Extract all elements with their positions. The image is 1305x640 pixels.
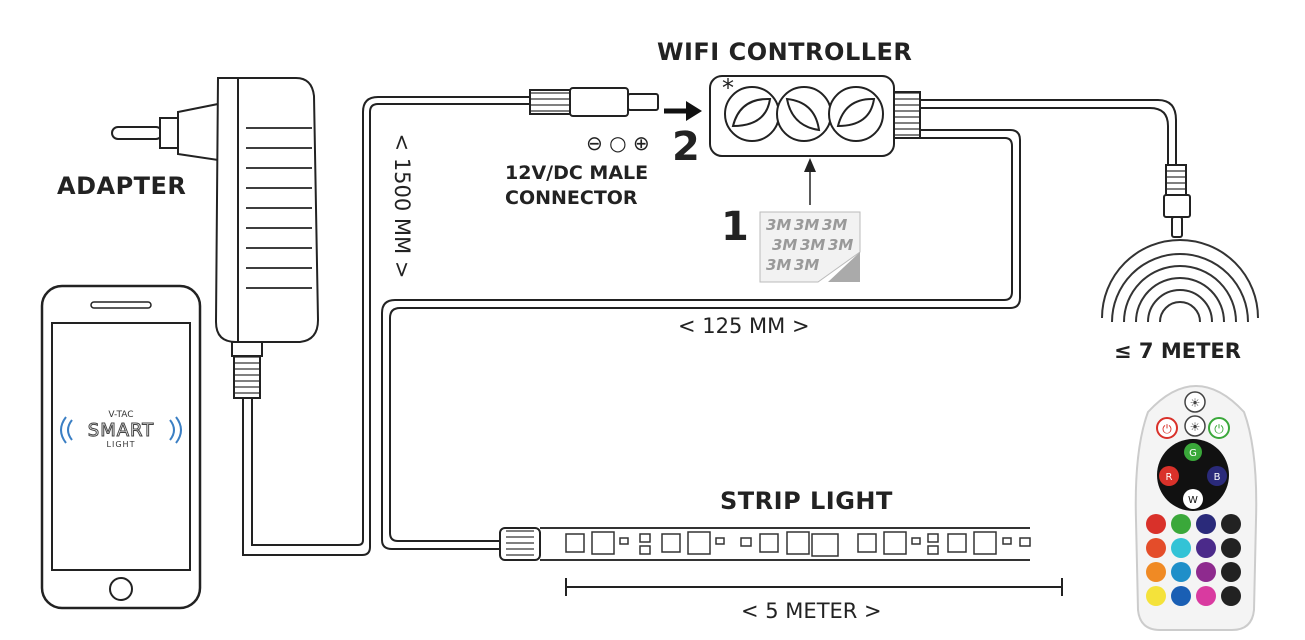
remote-color-grid [1146, 514, 1241, 606]
label-125mm: < 125 MM > [678, 314, 810, 338]
dimension-5m [565, 578, 1063, 596]
svg-text:☀: ☀ [1190, 420, 1201, 434]
tape-mark-4: 3M [772, 236, 797, 254]
step-1-number: 1 [721, 204, 749, 250]
tape-mark-2: 3M [794, 216, 819, 234]
signal-waves [1101, 239, 1259, 323]
dc-male-connector [529, 87, 659, 117]
remote-btn-g [1184, 443, 1202, 461]
label-connector-line1: 12V/DC MALE [505, 162, 649, 184]
strip-cable [389, 129, 1021, 542]
step-2-number: 2 [672, 124, 700, 170]
label-5-meter: < 5 METER > [741, 599, 882, 623]
vtac-smart-light-logo: V-TAC SMART LIGHT [60, 410, 182, 449]
smartphone [40, 284, 202, 610]
remote-label-b: B [1214, 472, 1221, 483]
svg-text:☀: ☀ [1190, 396, 1201, 410]
remote-label-w: W [1188, 495, 1198, 506]
remote-label-r: R [1166, 472, 1173, 483]
ir-receiver [1163, 164, 1191, 238]
remote-power-off [1156, 417, 1178, 439]
adapter-cable-outer [242, 103, 540, 556]
remote-label-g: G [1189, 448, 1197, 459]
svg-text:⏻: ⏻ [1162, 422, 1172, 436]
cables [242, 96, 1177, 556]
label-adapter: ADAPTER [57, 172, 187, 200]
tape-arrow [804, 158, 816, 205]
label-strip-light: STRIP LIGHT [720, 487, 893, 515]
tape-mark-5: 3M [800, 236, 825, 254]
insert-arrow [664, 101, 702, 121]
tape-mark-1: 3M [766, 216, 791, 234]
ir-receiver-cable [920, 99, 1177, 165]
wifi-controller [709, 75, 921, 157]
label-range: ≤ 7 METER [1114, 339, 1241, 363]
label-connector-line2: CONNECTOR [505, 187, 638, 209]
logo-brand: V-TAC [108, 410, 133, 420]
remote-btn-r [1159, 466, 1179, 486]
svg-text:⏻: ⏻ [1214, 422, 1224, 436]
tape-mark-7: 3M [766, 256, 791, 274]
logo-smart: SMART [88, 420, 154, 441]
remote-btn-w [1183, 489, 1203, 509]
label-1500mm: < 1500 MM > [390, 134, 414, 279]
asterisk-mark: * [722, 74, 734, 102]
tape-mark-8: 3M [794, 256, 819, 274]
polarity-symbols: ⊖ ○ ⊕ [586, 131, 650, 155]
3m-adhesive-tape: 3M 3M 3M 3M 3M 3M 3M 3M [759, 211, 861, 283]
label-wifi-controller: WIFI CONTROLLER [657, 38, 913, 66]
remote-btn-b [1207, 466, 1227, 486]
tape-mark-3: 3M [822, 216, 847, 234]
rgb-remote-control: ☀ ☀ ⏻ ⏻ G R B W [1134, 385, 1258, 631]
logo-light: LIGHT [107, 440, 136, 449]
tape-mark-6: 3M [828, 236, 853, 254]
remote-power-on [1208, 417, 1230, 439]
power-adapter [111, 77, 320, 399]
led-strip [499, 527, 1031, 561]
